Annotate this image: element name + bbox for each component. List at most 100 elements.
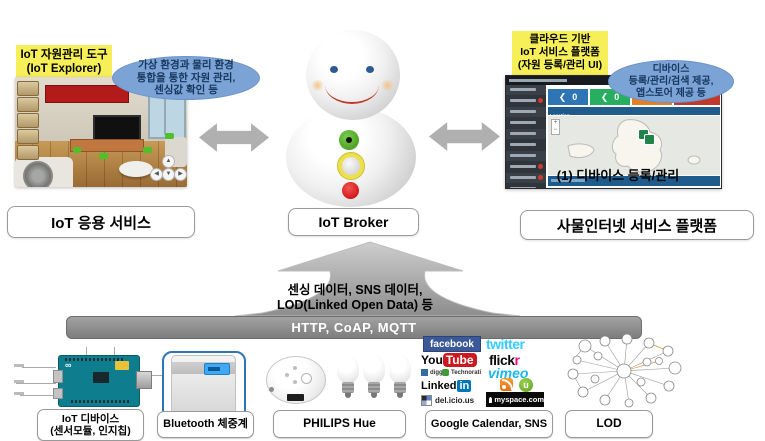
palette-button-5 [17, 145, 39, 160]
vimeo-logo: vimeo [488, 365, 529, 381]
scale-label-box: Bluetooth 체중계 [157, 411, 254, 438]
badge-dot [538, 164, 543, 169]
badge-dot [538, 98, 543, 103]
scale-lcd-digits [208, 367, 220, 371]
palette-button-4 [17, 129, 39, 144]
iot-device-label-line1: IoT 디바이스 [61, 412, 120, 425]
sidebar-row [506, 107, 546, 118]
snowman-smile [325, 66, 379, 104]
arduino-pin-row-top [65, 358, 125, 361]
sns-label-box: Google Calendar, SNS [425, 410, 553, 438]
hue-power-ring [301, 373, 312, 384]
hue-bulb [362, 355, 386, 403]
hue-button-dot [293, 366, 297, 370]
broker-box: IoT Broker [288, 208, 419, 236]
right-bubble-line1: 디바이스 [652, 63, 690, 75]
left-bubble-line2: 통합을 통한 자원 관리, [136, 71, 236, 84]
sidebar-row [506, 140, 546, 151]
compass-dial [23, 161, 53, 187]
right-tool-line1: 클라우드 기반 [529, 33, 591, 45]
hue-bulb [388, 355, 412, 403]
hue-button-dot [285, 373, 289, 377]
annotation-text-bar [14, 380, 24, 383]
right-callout-bubble: 디바이스 등록/관리/검색 제공, 앱스토어 제공 등 [608, 60, 734, 103]
annotation-line [86, 347, 87, 355]
room-table [119, 161, 153, 177]
right-section-label: 사물인터넷 서비스 플랫폼 [556, 217, 718, 235]
arduino-usb-a-port [136, 371, 152, 389]
left-section-box: IoT 응용 서비스 [7, 206, 195, 238]
right-bubble-line3: 앱스토어 제공 등 [636, 87, 706, 99]
scale-label: Bluetooth 체중계 [163, 418, 248, 431]
arduino-pin-row-bottom [71, 400, 131, 403]
nav-up-icon: ▲ [162, 155, 175, 168]
snowman-head [306, 30, 400, 120]
yellow-ring-center [342, 157, 360, 175]
palette-button-1 [17, 81, 39, 96]
sidebar-row [506, 151, 546, 162]
broker-label: IoT Broker [318, 214, 389, 230]
scale-lcd-display [204, 363, 230, 375]
hue-label-box: PHILIPS Hue [273, 410, 406, 438]
arduino-board: ∞ [53, 355, 140, 407]
room-sensor-4 [73, 147, 81, 153]
room-cabinet [70, 139, 144, 152]
hue-ethernet-port [287, 394, 304, 401]
myspace-logo: myspace.com [486, 392, 544, 407]
arduino-power-jack [53, 388, 63, 399]
annotation-line [20, 395, 56, 396]
digg-logo: digg [421, 369, 443, 376]
iot-device-label-box: IoT 디바이스 (센서모듈, 인지칩) [37, 409, 144, 441]
flickr-logo: flickr [489, 352, 520, 368]
arrow-note-line1: 센싱 데이터, SNS 데이터, [287, 283, 423, 297]
hue-side-button [269, 387, 274, 392]
delicious-icon [421, 395, 432, 406]
linkedin-logo: Linked in [421, 380, 472, 392]
platform-map: +− [548, 116, 720, 175]
annotation-text-bar [14, 392, 24, 395]
arduino-usb-micro-port [53, 370, 63, 383]
arrow-note-line2: LOD(Linked Open Data) 등 [277, 298, 433, 312]
badge-dot [538, 175, 543, 180]
protocol-bar-label: HTTP, CoAP, MQTT [291, 320, 417, 335]
left-section-label: IoT 응용 서비스 [51, 214, 151, 232]
bottom-bar-text-bar [551, 179, 585, 182]
stat-value: 0 [614, 92, 620, 102]
palette-button-3 [17, 113, 39, 128]
technorati-logo: Technorati [442, 369, 481, 376]
protocol-bar: HTTP, CoAP, MQTT [66, 316, 642, 339]
annotation-line [16, 383, 56, 384]
arduino-yun-tag [115, 361, 129, 370]
digg-icon [421, 369, 428, 376]
rss-arc [502, 379, 513, 390]
stumbleupon-icon: u [519, 378, 533, 392]
map-zoom-control: +− [551, 119, 560, 135]
platform-caption: (1) 디바이스 등록/관리 [556, 168, 680, 183]
location-label: Location [548, 113, 570, 115]
room-sensor-2 [143, 147, 152, 153]
sidebar-row [506, 162, 546, 173]
lod-label: LOD [596, 416, 622, 431]
hue-button-dot [293, 380, 297, 384]
map-marker-icon [644, 134, 655, 145]
sidebar-row [506, 85, 546, 96]
arduino-image: ∞ [14, 345, 174, 410]
lod-cloud-image [567, 334, 682, 408]
room-window-bar [164, 93, 166, 135]
nav-down-icon: ▼ [162, 168, 175, 181]
green-button-dot [346, 137, 352, 143]
left-double-arrow-icon [198, 123, 270, 152]
platform-bottom-bar [548, 176, 720, 186]
sns-label: Google Calendar, SNS [430, 417, 548, 430]
palette-button-2 [17, 97, 39, 112]
chevron-left-icon: ❮ [600, 91, 609, 102]
platform-header-title-bar [509, 79, 567, 82]
twitter-logo: twitter [486, 336, 525, 352]
platform-sidebar [506, 85, 546, 188]
left-bubble-line3: 센싱값 확인 등 [154, 84, 218, 97]
left-tool-callout: IoT 자원관리 도구 (IoT Explorer) [16, 45, 112, 82]
snowman-red-button [342, 182, 359, 199]
sidebar-row [506, 184, 546, 188]
